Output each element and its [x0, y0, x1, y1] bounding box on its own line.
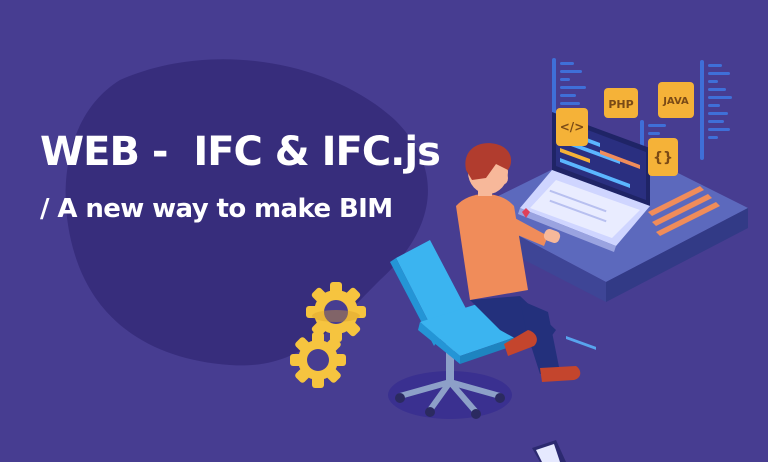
gear-icon	[290, 332, 346, 388]
gear-icon	[306, 282, 366, 342]
braces-badge: {}	[648, 138, 678, 176]
java-badge: JAVA	[658, 82, 694, 118]
hero-subtitle: / A new way to make BIM	[40, 194, 393, 224]
device-corner	[532, 440, 566, 462]
desk-stripes	[648, 186, 720, 236]
svg-text:{}: {}	[653, 150, 673, 166]
developer-person	[456, 143, 581, 382]
php-badge: PHP	[604, 88, 638, 118]
hero-title: WEB - IFC & IFC.js	[40, 129, 441, 175]
code-badge: </>	[556, 108, 588, 146]
svg-text:JAVA: JAVA	[662, 96, 689, 107]
svg-text:PHP: PHP	[608, 98, 633, 111]
svg-text:</>: </>	[560, 120, 585, 134]
